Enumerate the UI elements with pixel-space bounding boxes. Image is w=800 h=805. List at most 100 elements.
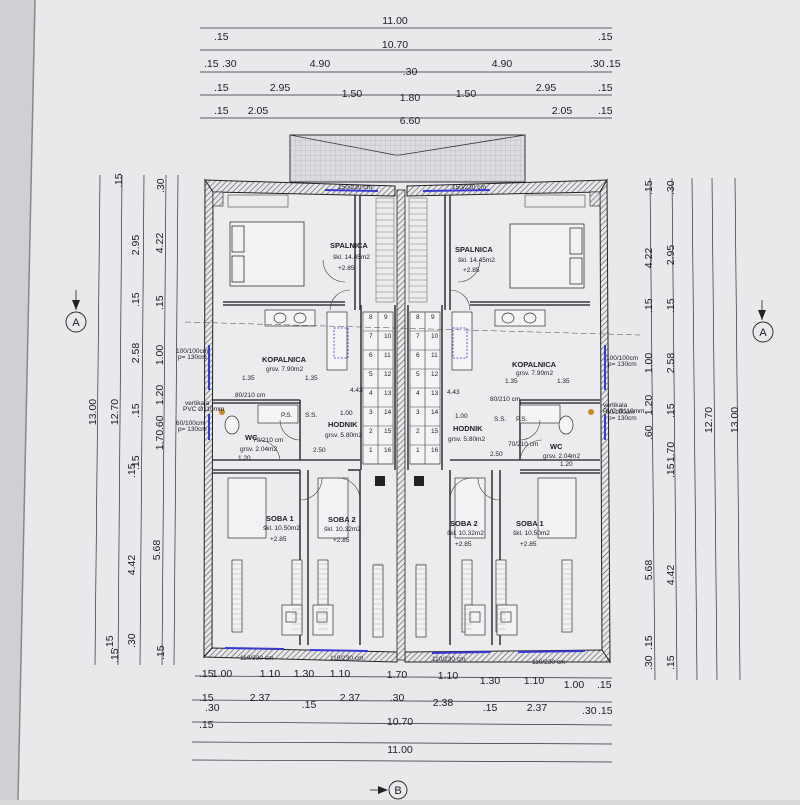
dim-bot2-10: .15 — [598, 705, 613, 717]
dim-right-c1-1: 4.22 — [643, 248, 655, 269]
label-win-side-left: 100/100cm — [176, 348, 208, 355]
dim-bot1-8: 1.10 — [524, 675, 545, 687]
room-soba1-left-level: +2.85 — [270, 536, 287, 543]
room-soba1-left-area: škl. 10.50m2 — [263, 525, 300, 532]
left-dimension-labels: 13.00 12.70 .15 4.22 .15 1.00 1.20 1.70 … — [87, 173, 167, 663]
label-win-top-right: 150/230 cm — [452, 184, 486, 191]
stairs-left-step-number: 6 — [369, 352, 373, 359]
dim-top-total: 11.00 — [382, 15, 408, 27]
dim-right-c1-5: 1.70 — [665, 442, 677, 463]
dim-bot1-1: 1.00 — [212, 668, 233, 680]
inner-dim-s2: 2.50 — [490, 451, 503, 458]
label-vert-right: vertikala — [603, 402, 628, 409]
stairs-left-step-number: 8 — [369, 314, 373, 321]
dim-bot1-10: .15 — [597, 679, 612, 691]
building — [202, 178, 611, 664]
bed-left — [229, 221, 305, 287]
label-vert-left-2: PVC Ø110mm — [183, 406, 224, 413]
room-hodnik-left-area: grsv. 5.80m2 — [325, 432, 362, 439]
label-win-side-right: 100/100cm — [606, 355, 638, 362]
dim-row3-2: 4.90 — [310, 58, 331, 70]
inner-dim-k4: 1.35 — [557, 378, 570, 385]
stairs-right-step-number: 7 — [416, 333, 420, 340]
axis-a-left-label: A — [72, 317, 80, 329]
stairs-right-step-number: 14 — [431, 409, 439, 416]
inner-dim-k2: 1.35 — [305, 375, 318, 382]
stairs-right-step-number: 2 — [416, 428, 420, 435]
dim-row3-5: .30 — [590, 58, 605, 70]
room-wc-right: WC — [550, 442, 563, 451]
stairs-right-step-number: 13 — [431, 390, 439, 397]
label-door-80-right: 80/210 cm — [490, 396, 520, 403]
dim-row3-6: .15 — [606, 58, 621, 70]
dim-right-c1-2: .15 — [643, 298, 655, 313]
stairs-left-step-number: 16 — [384, 447, 392, 454]
room-kopalnica-left: KOPALNICA — [262, 355, 307, 364]
dim-left-c4-0: .30 — [155, 178, 167, 193]
dim-bot1-6: 1.10 — [438, 670, 459, 682]
stairs-right-step-number: 16 — [431, 447, 439, 454]
dim-left-c3-7: 4.42 — [126, 555, 138, 576]
section-marker-a-right: A — [752, 300, 774, 343]
label-win-side-right-3: 60/100cm — [606, 409, 635, 416]
label-win-bot-2: 110/230 cm — [330, 655, 363, 662]
dim-row3-0: .15 — [204, 58, 219, 70]
right-dimension-lines — [649, 177, 741, 681]
stairs-left-step-number: 15 — [384, 428, 392, 435]
room-soba1-right: SOBA 1 — [516, 519, 544, 528]
label-door-70-right: 70/210 cm — [508, 441, 538, 448]
dim-right-c1-6: .15 — [665, 463, 677, 478]
dim-right-c1-8: .30 — [643, 655, 655, 670]
dim-right-c1-9: .15 — [665, 655, 677, 670]
dim-right-c1-0: .15 — [643, 180, 655, 195]
dim-left-c4-2: 2.95 — [130, 235, 142, 256]
stairs-right-step-number: 5 — [416, 371, 420, 378]
dim-left-c4-8: 5.68 — [151, 540, 163, 561]
dim-bot2-4: 2.37 — [340, 692, 361, 704]
dim-left-total: 13.00 — [87, 399, 99, 425]
dim-right-inner: 12.70 — [703, 407, 715, 433]
bottom-dimension-lines — [191, 675, 613, 763]
room-kopalnica-left-area: grsv. 7.90m2 — [266, 366, 303, 373]
label-win-side-right-4: p= 130cm — [608, 415, 637, 422]
stairs-left-step-number: 11 — [384, 352, 391, 359]
stairs-left-step-number: 13 — [384, 390, 392, 397]
dim-bot1-3: 1.30 — [294, 668, 315, 680]
stairs-right-step-number: 12 — [431, 371, 439, 378]
room-kopalnica-right-area: grsv. 7.90m2 — [516, 370, 553, 377]
section-marker-a-left: A — [65, 290, 87, 333]
room-labels: SPALNICA škl. 14.45m2 +2.85 SPALNICA škl… — [240, 241, 580, 548]
dim-row3-3: .30 — [403, 66, 418, 78]
room-spalnica-right-level: +2.85 — [463, 267, 480, 274]
dim-top-wall-right: .15 — [598, 31, 613, 43]
room-kopalnica-right: KOPALNICA — [512, 360, 557, 369]
label-win-bot-4: 110/230 cm — [532, 659, 565, 666]
dim-left-c4-1: .15 — [113, 173, 125, 188]
axis-b-label: B — [394, 785, 401, 797]
dim-left-c4-4: 2.58 — [130, 343, 142, 364]
dim-left-c4-7: .15 — [130, 455, 142, 470]
stairs-right-step-number: 15 — [431, 428, 439, 435]
stairs-left-step-number: 12 — [384, 371, 392, 378]
dim-left-c3-1: 4.22 — [154, 233, 166, 254]
inner-dim-k1: 1.35 — [242, 375, 255, 382]
room-hodnik-right: HODNIK — [453, 424, 483, 433]
axis-a-right-label: A — [759, 327, 767, 339]
room-wc-left-area: grsv. 2.04m2 — [240, 446, 277, 453]
top-dimension-labels: 11.00 10.70 .15 .15 .15 .30 4.90 .30 4.9… — [204, 15, 621, 127]
room-soba2-left: SOBA 2 — [328, 515, 356, 524]
room-spalnica-right: SPALNICA — [455, 245, 493, 254]
room-hodnik-right-area: grsv. 5.80m2 — [448, 436, 485, 443]
label-win-side-left-4: p= 130cm — [178, 426, 207, 433]
dim-top-wall-left: .15 — [214, 31, 229, 43]
room-spalnica-right-area: škl. 14.45m2 — [458, 257, 495, 264]
dim-right-c2-2: .15 — [665, 298, 677, 313]
inner-dimensions: 1.35 1.35 1.35 1.35 1.00 1.00 2.50 2.50 … — [238, 375, 573, 468]
dim-left-c3-0: .15 — [155, 645, 167, 660]
dim-bot2-7: .15 — [483, 702, 498, 714]
window-top-right — [422, 189, 491, 192]
dim-right-c2-1: 2.95 — [665, 245, 677, 266]
label-win-side-left-2: p= 130cm — [178, 354, 207, 361]
dim-bot-inner: 10.70 — [387, 716, 413, 728]
